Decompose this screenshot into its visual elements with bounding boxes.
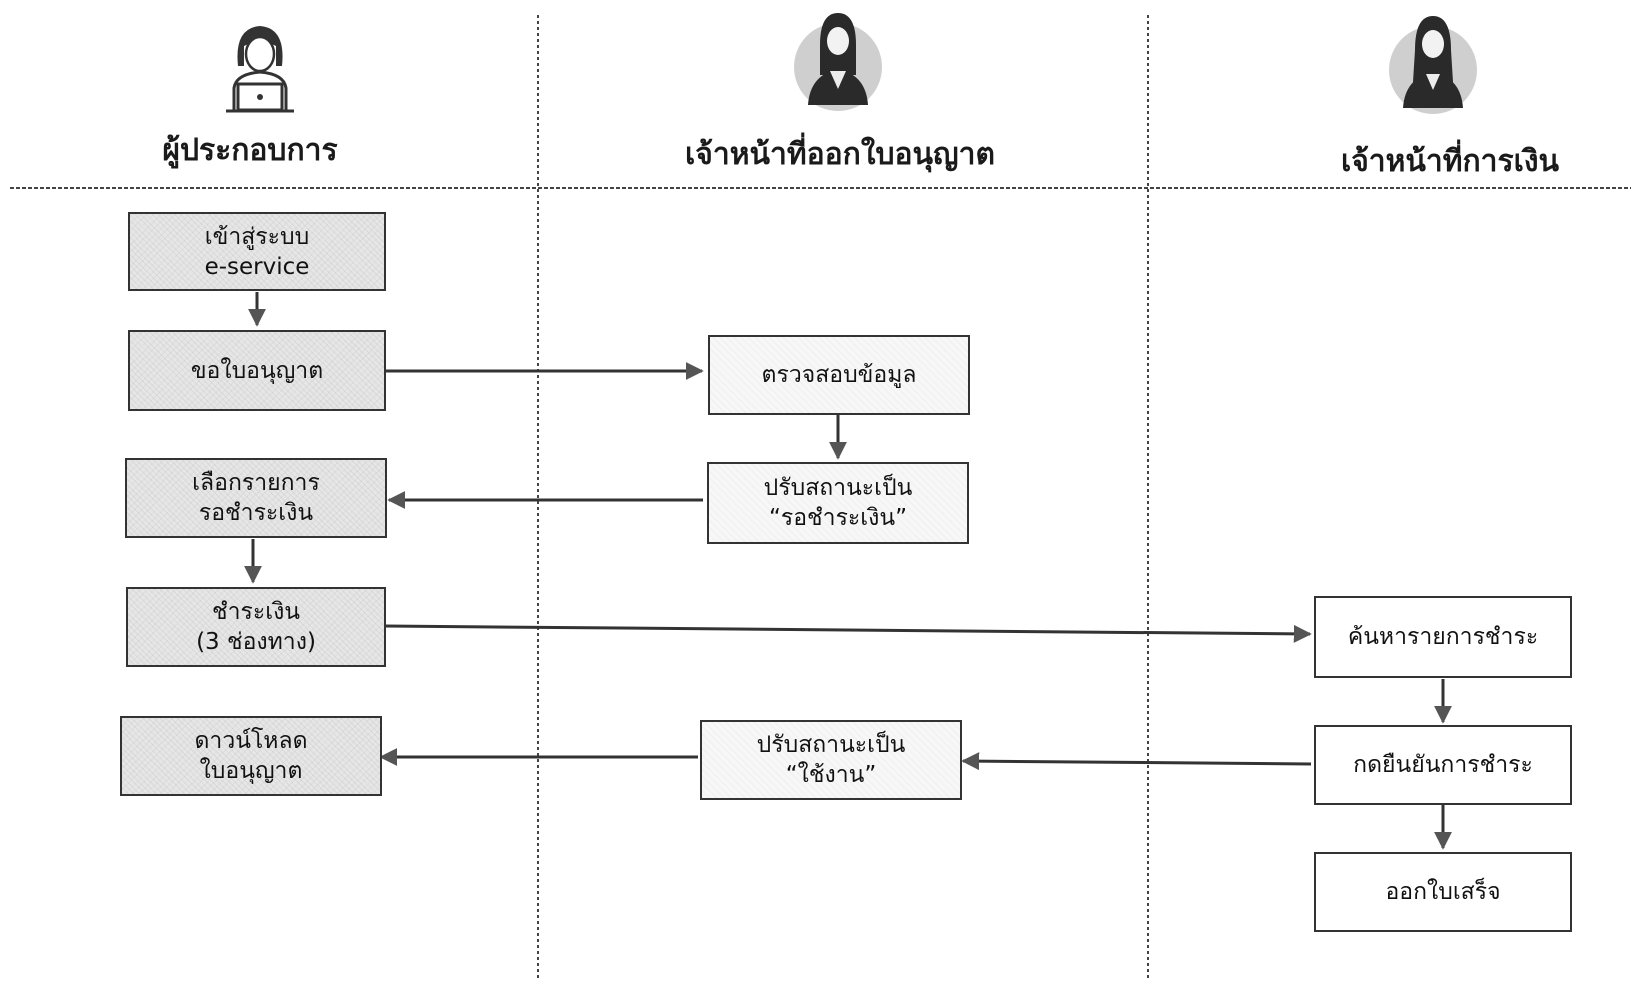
- step-issue-receipt: ออกใบเสร็จ: [1314, 852, 1572, 932]
- step-pay-line2: (3 ช่องทาง): [196, 629, 316, 655]
- step-confirm-payment-line1: กดยืนยันการชำระ: [1353, 752, 1533, 778]
- lane-title-finance-officer: เจ้าหน้าที่การเงิน: [1340, 144, 1560, 179]
- step-select-pending: เลือกรายการ รอชำระเงิน: [125, 458, 387, 538]
- step-verify-data: ตรวจสอบข้อมูล: [708, 335, 970, 415]
- step-login-line1: เข้าสู่ระบบ: [204, 223, 310, 250]
- step-select-pending-line2: รอชำระเงิน: [198, 500, 314, 526]
- step-pay: ชำระเงิน (3 ช่องทาง): [126, 587, 386, 667]
- step-download-license-line2: ใบอนุญาต: [199, 758, 303, 784]
- step-set-pending-status: ปรับสถานะเป็น “รอชำระเงิน”: [707, 462, 969, 544]
- step-confirm-payment: กดยืนยันการชำระ: [1314, 725, 1572, 805]
- arrow-pay-to-search: [384, 624, 1312, 643]
- step-set-pending-status-line2: “รอชำระเงิน”: [768, 505, 908, 531]
- step-set-active-status-line2: “ใช้งาน”: [785, 762, 877, 788]
- step-search-payment-line1: ค้นหารายการชำระ: [1347, 624, 1539, 650]
- step-login-line2: e-service: [204, 253, 310, 280]
- step-select-pending-line1: เลือกรายการ: [192, 470, 320, 496]
- user-laptop-icon: [224, 18, 296, 113]
- step-set-active-status: ปรับสถานะเป็น “ใช้งาน”: [700, 720, 962, 800]
- lane-title-license-officer: เจ้าหน้าที่ออกใบอนุญาต: [685, 137, 995, 172]
- arrow-confirm-to-setactive: [961, 752, 1312, 771]
- finance-woman-icon: [1385, 8, 1481, 118]
- step-verify-data-line1: ตรวจสอบข้อมูล: [761, 362, 917, 388]
- step-set-pending-status-line1: ปรับสถานะเป็น: [763, 475, 913, 501]
- step-login: เข้าสู่ระบบ e-service: [128, 212, 386, 291]
- step-issue-receipt-line1: ออกใบเสร็จ: [1385, 879, 1501, 905]
- step-set-active-status-line1: ปรับสถานะเป็น: [756, 732, 906, 758]
- step-request-license-line1: ขอใบอนุญาต: [190, 357, 324, 384]
- step-pay-line1: ชำระเงิน: [211, 599, 301, 625]
- step-request-license: ขอใบอนุญาต: [128, 330, 386, 411]
- step-search-payment: ค้นหารายการชำระ: [1314, 596, 1572, 678]
- step-download-license-line1: ดาวน์โหลด: [194, 728, 308, 754]
- officer-woman-icon: [790, 5, 886, 115]
- lane-title-operator: ผู้ประกอบการ: [162, 133, 338, 168]
- step-download-license: ดาวน์โหลด ใบอนุญาต: [120, 716, 382, 796]
